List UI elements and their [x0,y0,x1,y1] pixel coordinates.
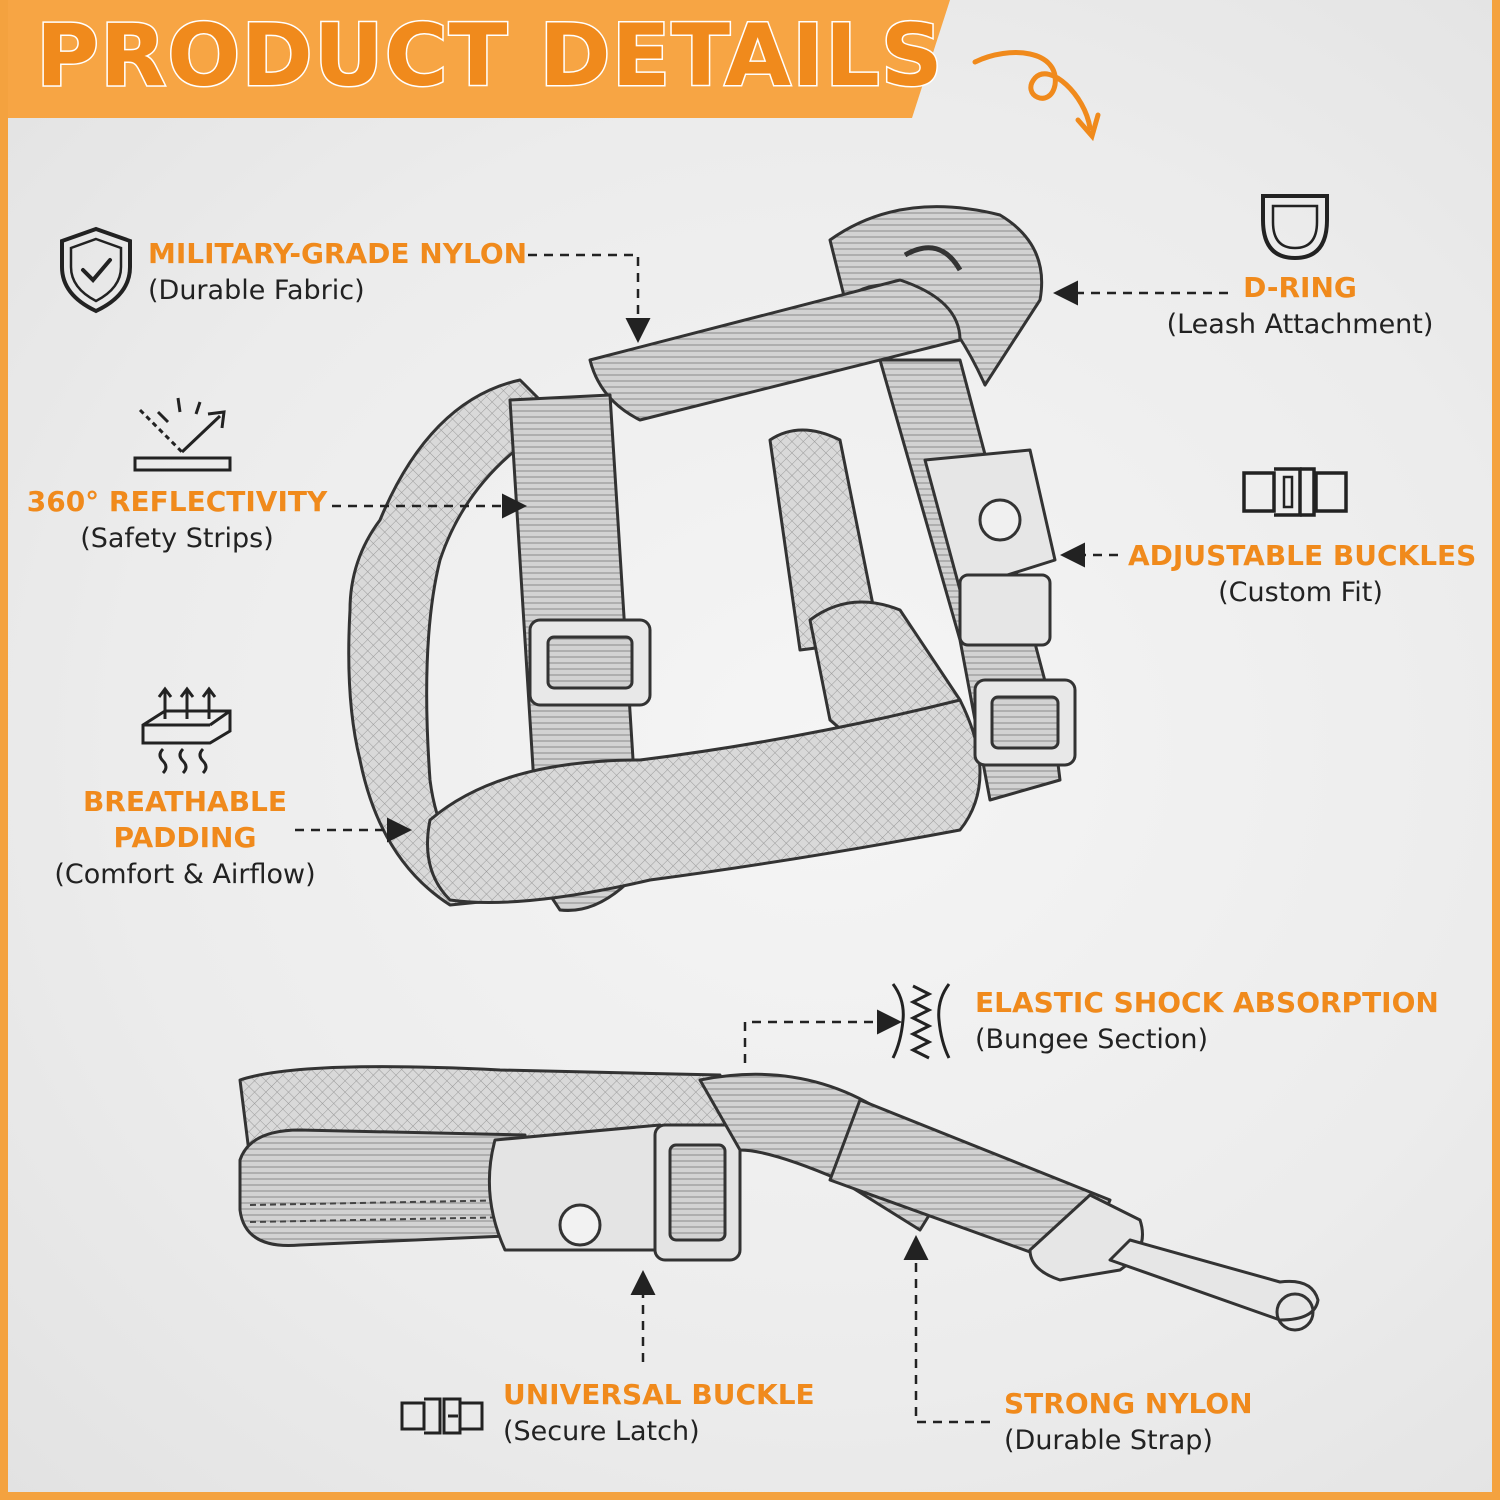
harness-illustration [347,205,1077,912]
feature-title: BREATHABLE [82,785,288,818]
feature-subtitle: (Secure Latch) [503,1416,700,1447]
reflect-icon [133,397,232,472]
feature-title-line2: PADDING [113,821,257,854]
feature-adjustable-buckles: ADJUSTABLE BUCKLES (Custom Fit) [1128,538,1477,612]
arrow-elastic [743,1009,902,1063]
spring-icon [891,983,951,1060]
feature-title: 360° REFLECTIVITY [26,485,328,518]
feature-subtitle: (Bungee Section) [975,1024,1209,1055]
airflow-icon [141,686,232,775]
feature-title: ELASTIC SHOCK ABSORPTION [975,986,1439,1019]
header-banner [0,0,950,118]
feature-title: MILITARY-GRADE NYLON [148,237,528,270]
feature-d-ring: D-RING (Leash Attachment) [1160,270,1440,344]
feature-subtitle: (Durable Fabric) [148,275,365,306]
callout-arrows [295,253,1228,1424]
arrow-strong-nylon [903,1235,990,1424]
feature-title: ADJUSTABLE BUCKLES [1128,539,1477,572]
arrow-nylon [528,253,651,343]
leash-illustration [238,1065,1320,1332]
feature-subtitle: (Safety Strips) [80,523,274,554]
feature-military-nylon: MILITARY-GRADE NYLON (Durable Fabric) [148,236,527,310]
feature-subtitle: (Custom Fit) [1218,577,1383,608]
feature-universal-buckle: UNIVERSAL BUCKLE (Secure Latch) [503,1377,815,1451]
d-ring-icon [1261,194,1329,261]
buckle-icon [1242,467,1348,517]
curly-arrow-icon [972,50,1093,131]
feature-title: UNIVERSAL BUCKLE [503,1378,815,1411]
latch-icon [400,1397,484,1435]
feature-subtitle: (Leash Attachment) [1166,309,1434,340]
feature-breathable-padding: BREATHABLE PADDING (Comfort & Airflow) [40,784,330,894]
feature-subtitle: (Durable Strap) [1004,1425,1213,1456]
page-title: PRODUCT DETAILS [35,5,945,108]
shield-check-icon [60,226,132,314]
feature-title: D-RING [1243,271,1357,304]
feature-reflectivity: 360° REFLECTIVITY (Safety Strips) [22,484,332,558]
feature-strong-nylon: STRONG NYLON (Durable Strap) [1004,1386,1253,1460]
feature-elastic-shock: ELASTIC SHOCK ABSORPTION (Bungee Section… [975,985,1439,1059]
feature-subtitle: (Comfort & Airflow) [54,859,316,890]
feature-title: STRONG NYLON [1004,1387,1253,1420]
